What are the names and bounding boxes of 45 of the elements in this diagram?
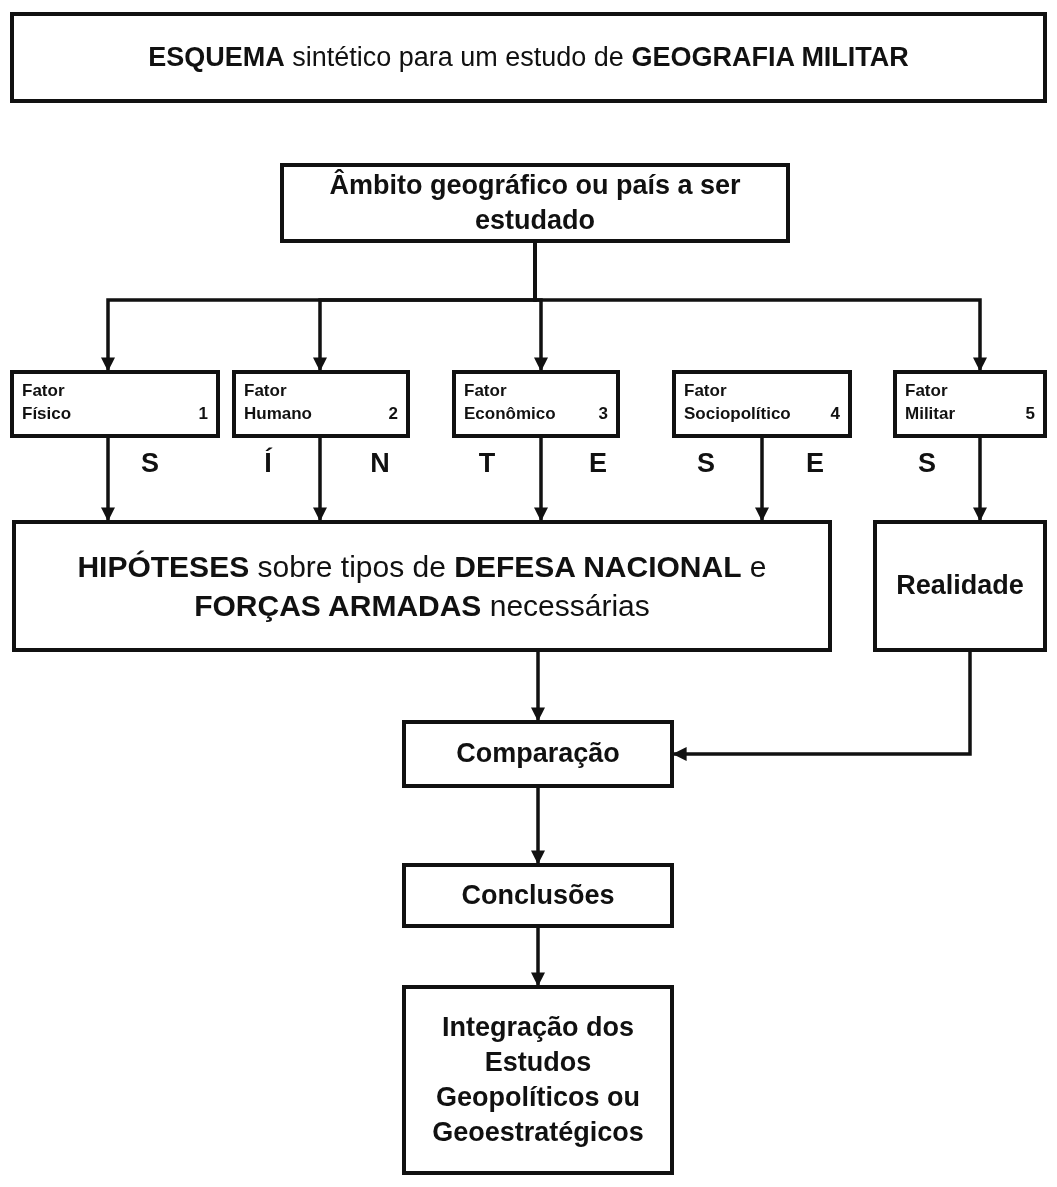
factor-box <box>232 370 410 438</box>
synthesis-letter: E <box>806 448 824 479</box>
box-text: HIPÓTESES sobre tipos de DEFESA NACIONAL e FORÇAS ARMADAS necessárias <box>76 549 768 624</box>
factor-box <box>893 370 1047 438</box>
arrow <box>531 788 545 865</box>
factor-number: 2 <box>388 403 398 426</box>
arrow <box>755 438 769 522</box>
process-box <box>402 985 674 1175</box>
synthesis-letter: S <box>141 448 159 479</box>
box-text: Âmbito geográfico ou país a ser estudado <box>328 168 742 237</box>
title-text: ESQUEMA sintético para um estudo de GEOGRAFIA MILITAR <box>148 40 909 74</box>
synthesis-letter: T <box>478 448 496 479</box>
process-box <box>12 520 832 652</box>
arrow <box>531 652 545 722</box>
synthesis-letter: S <box>697 448 715 479</box>
process-box <box>402 863 674 928</box>
synthesis-letter: S <box>918 448 936 479</box>
factor-label: Fator Humano <box>244 380 312 426</box>
box-text: Comparação <box>456 737 620 771</box>
factor-label: Fator Físico <box>22 380 72 426</box>
process-box <box>873 520 1047 652</box>
factor-number: 1 <box>198 403 208 426</box>
synthesis-letter: N <box>370 448 390 479</box>
synthesis-letter: E <box>589 448 607 479</box>
factor-number: 3 <box>598 403 608 426</box>
process-box <box>402 720 674 788</box>
arrow <box>313 438 327 522</box>
synthesis-letter: Í <box>264 448 272 479</box>
title-box <box>10 12 1047 103</box>
box-text: Integração dos Estudos Geopolíticos ou Geoestratégicos <box>431 1010 645 1150</box>
factor-number: 5 <box>1025 403 1035 426</box>
factor-box <box>672 370 852 438</box>
box-text: Conclusões <box>461 878 615 912</box>
factor-box <box>452 370 620 438</box>
factor-box <box>10 370 220 438</box>
arrow <box>531 928 545 987</box>
arrow <box>101 438 115 522</box>
factor-label: Fator Militar <box>905 380 956 426</box>
arrow <box>534 438 548 522</box>
factor-label: Fator Econômico <box>464 380 556 426</box>
factor-label: Fator Sociopolítico <box>684 380 791 426</box>
factor-number: 4 <box>830 403 840 426</box>
process-box <box>280 163 790 243</box>
arrow <box>973 438 987 522</box>
box-text: Realidade <box>896 569 1024 603</box>
